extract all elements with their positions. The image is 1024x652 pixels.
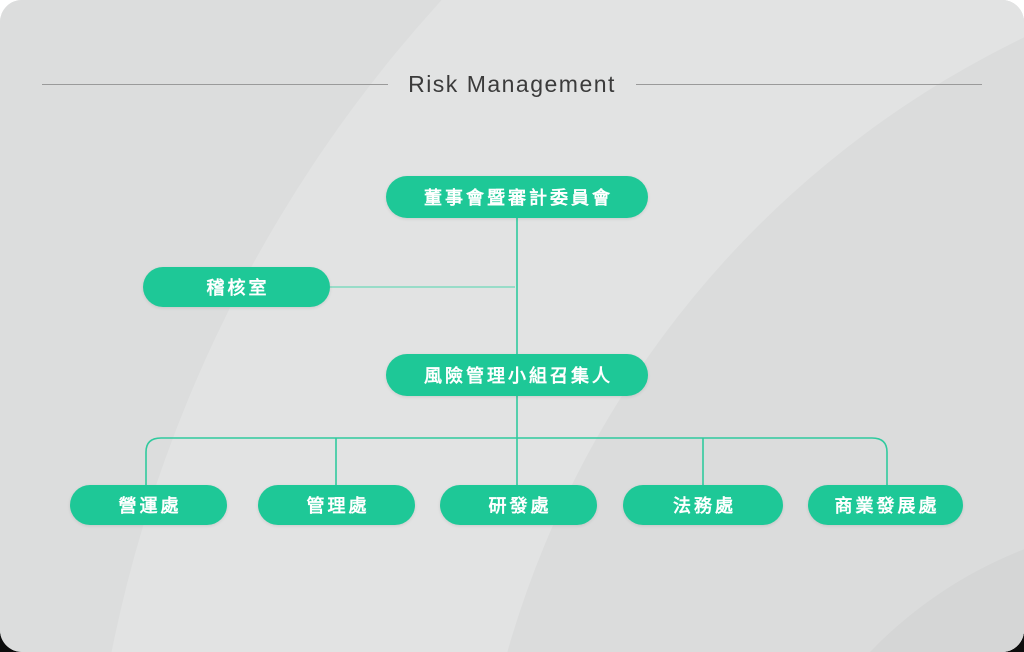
node-department-legal: 法務處: [623, 485, 783, 525]
node-department-management: 管理處: [258, 485, 415, 525]
node-audit-office: 稽核室: [143, 267, 330, 307]
page-title: Risk Management: [408, 71, 616, 97]
divider-line-right: [635, 84, 983, 85]
node-label: 風險管理小組召集人: [424, 366, 613, 386]
node-department-rnd: 研發處: [440, 485, 597, 525]
node-label: 管理處: [306, 496, 370, 516]
node-label: 研發處: [488, 496, 552, 516]
node-label: 商業發展處: [834, 496, 940, 516]
node-label: 營運處: [118, 496, 182, 516]
node-board-audit-committee: 董事會暨審計委員會: [386, 176, 648, 218]
divider-line-left: [42, 84, 389, 85]
node-risk-convener: 風險管理小組召集人: [386, 354, 648, 396]
node-label: 董事會暨審計委員會: [424, 188, 613, 208]
background-corner-circle: [870, 549, 1024, 652]
node-department-business-dev: 商業發展處: [808, 485, 963, 525]
node-label: 稽核室: [206, 278, 270, 298]
node-label: 法務處: [673, 496, 736, 516]
node-department-operations: 營運處: [70, 485, 227, 525]
page-header: Risk Management: [42, 71, 983, 98]
connector-department-rail: [145, 437, 888, 485]
